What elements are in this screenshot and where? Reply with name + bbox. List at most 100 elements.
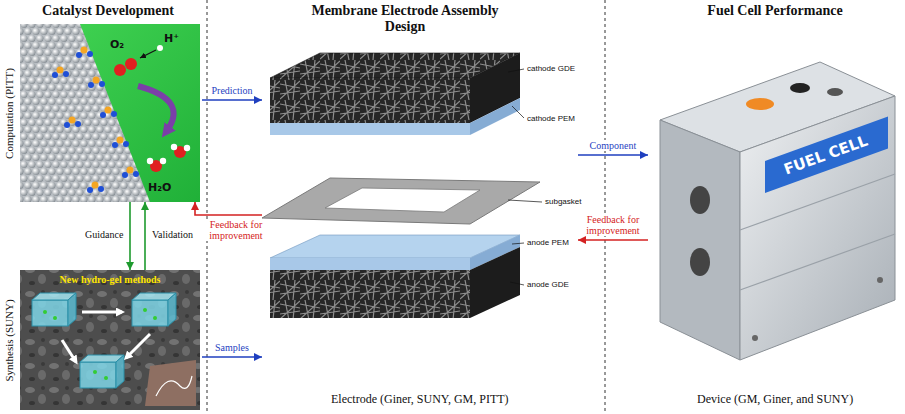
- nitrogen-atom-part: [133, 171, 139, 177]
- nitrogen-atom-part: [64, 122, 70, 128]
- part-label: subgasket: [545, 197, 581, 206]
- water-molecule: [147, 144, 190, 172]
- nitrogen-atom-part: [100, 112, 106, 118]
- particle: [43, 308, 157, 380]
- metal-atom: [57, 47, 134, 189]
- cathode-layer-part: [270, 123, 470, 135]
- connector-arrow: [129, 202, 131, 270]
- particle-part: [43, 310, 47, 314]
- panel-caption: Electrode (Giner, SUNY, GM, PITT): [331, 392, 509, 406]
- metal-atom-part: [92, 182, 99, 189]
- particle-part: [104, 376, 108, 380]
- panel-caption: Device (GM, Giner, and SUNY): [697, 392, 853, 406]
- oxygen-molecule-part: [114, 64, 126, 76]
- metal-atom-part: [57, 67, 64, 74]
- nitrogen-atom-part: [122, 172, 128, 178]
- particle-part: [53, 316, 57, 320]
- panel-heading: Computation (PITT): [2, 68, 15, 159]
- synthesis-picture-part: [20, 270, 200, 410]
- metal-atom-part: [127, 167, 134, 174]
- part-label: anode PEM: [527, 238, 569, 247]
- device-detail-part: [827, 88, 843, 96]
- gel-cube-part: [132, 300, 168, 326]
- device-detail: [690, 83, 895, 341]
- metal-atom-part: [93, 77, 100, 84]
- device-detail-part: [752, 335, 758, 341]
- leader-line-part: [512, 106, 524, 118]
- device-detail-part: [690, 248, 710, 276]
- edge-label: Validation: [151, 229, 194, 240]
- device-panel: Device (GM, Giner, and SUNY): [648, 38, 902, 412]
- water-molecule-part: [171, 144, 177, 150]
- cathode-layer: [270, 53, 520, 135]
- electrode-panel: Electrode (Giner, SUNY, GM, PITT): [262, 38, 578, 412]
- leader-line-part: [508, 200, 542, 202]
- gel-cube-part: [32, 300, 68, 326]
- proton-arrow: [140, 50, 156, 58]
- fuel-cell-device: [660, 62, 895, 360]
- column-divider-part: [605, 0, 606, 414]
- cathode-layer-part: [270, 78, 470, 123]
- nitrogen-atom-part: [87, 51, 93, 57]
- water-molecule-part: [147, 158, 153, 164]
- synthesis-panel: Synthesis (SUNY): [2, 270, 202, 410]
- subgasket-sheet-part: [325, 188, 480, 212]
- catalyst-model-picture-part: [20, 24, 150, 202]
- nitrogen-atom-part: [63, 71, 69, 77]
- fuel-cell-device-part: [660, 120, 740, 360]
- gel-cube-part: [80, 362, 116, 388]
- gel-cube-part: [116, 355, 124, 388]
- gel-cube-part: [168, 293, 176, 326]
- edge-label: Feedback for improvement: [204, 219, 268, 241]
- computation-panel: Computation (PITT): [2, 24, 202, 202]
- reaction-arrow: [138, 86, 174, 132]
- particle-part: [143, 308, 147, 312]
- catalyst-model-picture: [20, 24, 200, 202]
- synthesis-picture: [20, 270, 200, 410]
- water-molecule-part: [160, 158, 166, 164]
- metal-atom-part: [117, 137, 124, 144]
- picture-title: New hydro-gel methods: [60, 274, 161, 286]
- column-heading: Membrane Electrode Assembly Design: [293, 3, 518, 35]
- device-name-plate: FUEL CELL: [782, 132, 870, 178]
- device-detail-part: [877, 277, 883, 283]
- electrode-sketch: [145, 360, 196, 406]
- oxygen-molecule-part: [125, 58, 137, 70]
- connector-arrow: [195, 202, 262, 215]
- metal-atom-part: [105, 107, 112, 114]
- nitrogen-atom: [52, 51, 139, 193]
- column-heading: Fuel Cell Performance: [655, 3, 895, 19]
- process-arrow-part: [126, 334, 150, 358]
- process-arrow: [62, 312, 150, 362]
- connector-arrow: [144, 202, 146, 270]
- nitrogen-atom-part: [99, 81, 105, 87]
- part-label: cathode GDE: [527, 64, 575, 73]
- edge-label: Guidance: [84, 229, 124, 240]
- part-label: anode GDE: [527, 280, 569, 289]
- electrode-sketch-line: [156, 376, 192, 396]
- anode-layer: [270, 235, 520, 318]
- subgasket-sheet-part: [262, 178, 540, 224]
- species-label: O₂: [110, 38, 124, 51]
- anode-layer-part: [270, 258, 470, 270]
- nitrogen-atom-part: [52, 72, 58, 78]
- nitrogen-atom-part: [76, 52, 82, 58]
- water-molecule-part: [184, 145, 190, 151]
- catalyst-model-picture-part: [20, 24, 200, 202]
- edge-label: Prediction: [211, 85, 254, 96]
- oxygen-molecule: [114, 58, 137, 76]
- leader-line: [508, 69, 542, 285]
- device-detail-part: [740, 234, 895, 290]
- connector-arrow: [578, 154, 648, 156]
- metal-atom-part: [69, 117, 76, 124]
- cathode-layer-part: [470, 98, 520, 135]
- nitrogen-atom-part: [88, 82, 94, 88]
- fuel-cell-device-part: [740, 96, 895, 360]
- edge-label: Samples: [214, 342, 250, 353]
- column-divider-part: [207, 0, 208, 414]
- nitrogen-atom-part: [87, 187, 93, 193]
- subgasket-sheet: [262, 178, 540, 224]
- connector-arrow: [202, 356, 262, 358]
